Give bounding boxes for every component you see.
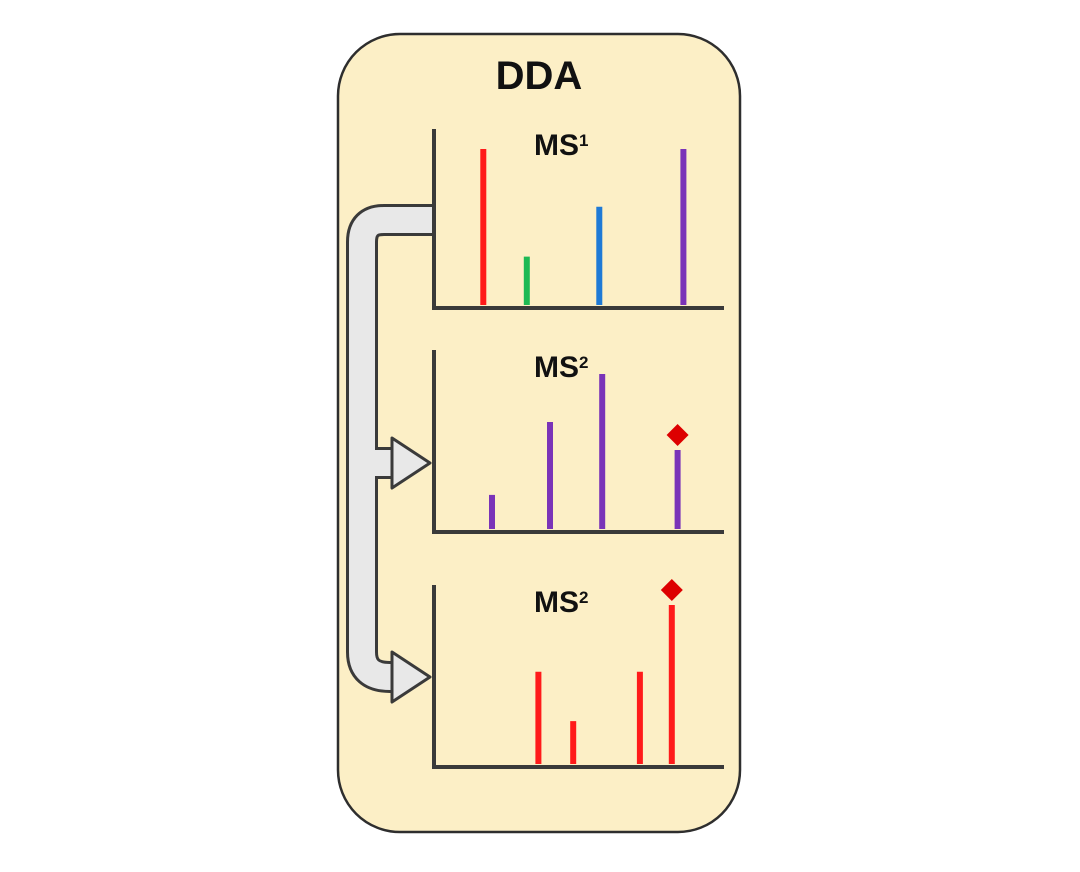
spectrum-axis xyxy=(432,585,724,769)
spectrum-ms2-red: MS2 xyxy=(432,579,724,769)
spectrum-label: MS2 xyxy=(534,586,588,619)
arrow-head-ms2-top xyxy=(390,436,432,490)
spectrum-label-base: MS xyxy=(534,351,579,384)
spectrum-axis xyxy=(432,350,724,534)
spectrum-label-superscript: 1 xyxy=(579,131,588,150)
red-diamond-icon xyxy=(666,423,689,446)
spectrum-label: MS1 xyxy=(534,129,588,162)
spectrum-axis xyxy=(432,129,724,310)
spectrum-label: MS2 xyxy=(534,351,588,384)
spectrum-ms2-purple: MS2 xyxy=(432,350,724,534)
arrow-head-ms2-bottom xyxy=(390,650,432,704)
spectrum-label-superscript: 2 xyxy=(579,353,588,372)
curved-branching-arrow-icon xyxy=(346,204,432,704)
dda-panel xyxy=(336,32,742,834)
panel-title: DDA xyxy=(496,54,583,98)
spectrum-ms1: MS1 xyxy=(432,129,724,310)
spectrum-label-base: MS xyxy=(534,129,579,162)
red-diamond-icon xyxy=(660,579,683,601)
spectrum-label-base: MS xyxy=(534,586,579,619)
spectrum-label-superscript: 2 xyxy=(579,588,588,607)
